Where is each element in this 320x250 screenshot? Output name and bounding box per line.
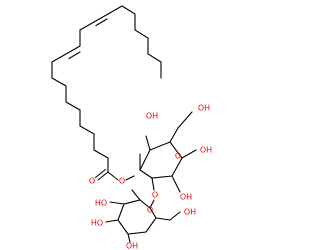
glycosidic-link: O [149, 177, 158, 209]
furanose-ch2-bond [145, 135, 151, 151]
pyranose-ch2oh-hydroxyl: OH [184, 208, 196, 217]
double-bond-upper-second-line [95, 18, 108, 27]
chain-lower-bonds [51, 61, 109, 159]
carbonyl-bond-second-line [94, 168, 107, 179]
pyranose-ring-oxygen: O [147, 206, 153, 215]
furanose-ch2oh-hydroxyl: OH [198, 104, 210, 113]
pyranose-c2-hydroxyl: HO [95, 199, 107, 208]
structure-drawing: O O OH OH O OH OH O O HO HO OH OH [51, 5, 212, 250]
ester-bond [107, 171, 119, 181]
glycosidic-bond-upper [151, 177, 155, 191]
double-bond-lower [65, 45, 81, 55]
pyranose-c3-oh-bond [105, 219, 119, 223]
furanose-c3-hydroxyl: OH [180, 193, 192, 202]
pyranose-ring-bonds [117, 199, 157, 235]
furanose-ch2-hydroxyl: OH [146, 112, 158, 121]
glycosidic-bond-lower [149, 199, 155, 209]
chain-bond [79, 21, 95, 31]
chain-bond [107, 5, 123, 15]
furanose-c5-ch2-bond [169, 127, 179, 143]
furanose-ring: OH OH O OH OH [139, 104, 212, 202]
furanose-c3-oh-bond [171, 175, 181, 193]
carbonyl-bond [97, 171, 109, 181]
double-bond-upper [93, 13, 109, 23]
ester-o-to-ring-bond [125, 175, 135, 181]
pyranose-ring: O HO HO OH OH [91, 189, 196, 250]
pyranose-c4-oh-bond [127, 233, 131, 243]
ester-carbonyl-oxygen: O [89, 177, 95, 186]
ester-link-oxygen: O [119, 177, 125, 186]
furanose-c4-oh-bond [181, 149, 197, 159]
pyranose-c2-oh-bond [109, 201, 125, 205]
pyranose-ch2oh-bond [169, 211, 181, 221]
molecule-canvas: O O OH OH O OH OH O O HO HO OH OH [51, 5, 213, 250]
glycosidic-oxygen: O [152, 191, 158, 200]
ester-group: O O [89, 168, 135, 186]
furanose-c4-hydroxyl: OH [200, 146, 212, 155]
pyranose-c1-bond [131, 189, 141, 201]
pyranose-c4-hydroxyl: OH [126, 242, 138, 250]
double-bond-lower-second-line [68, 51, 81, 60]
pyranose-c6-bond [155, 217, 171, 221]
chain-terminal-bonds [121, 5, 162, 63]
furanose-ch2oh-bond [177, 111, 193, 129]
fatty-acid-chain [51, 5, 162, 173]
furanose-ring-oxygen: O [175, 152, 181, 161]
pyranose-c3-hydroxyl: HO [91, 219, 103, 228]
chain-bond [51, 53, 67, 63]
